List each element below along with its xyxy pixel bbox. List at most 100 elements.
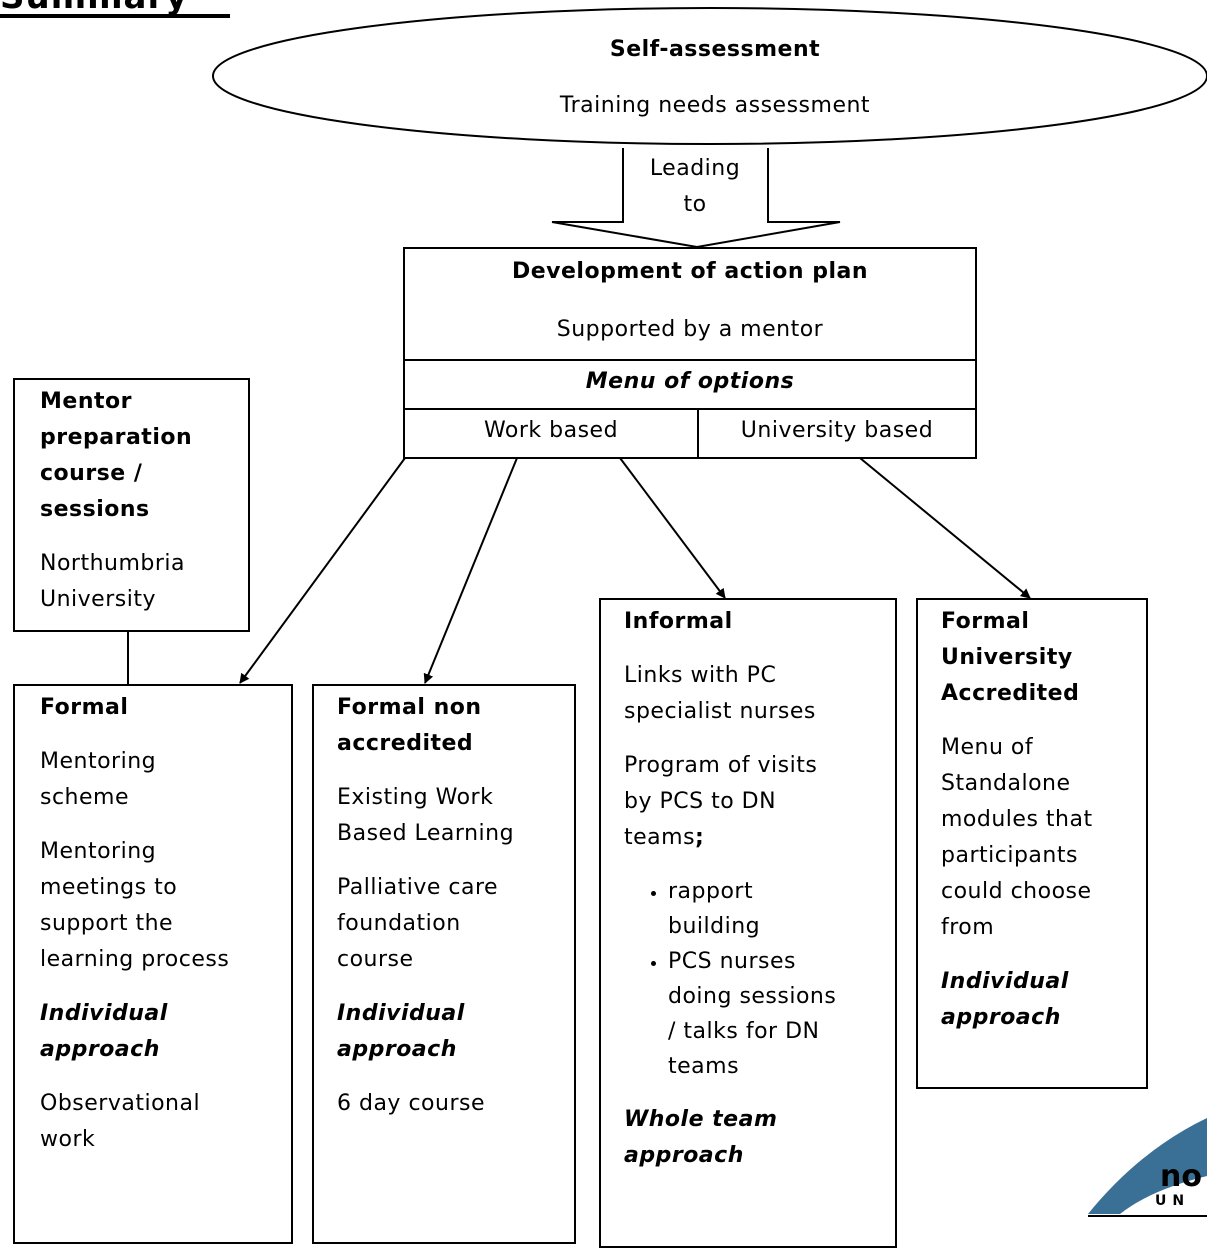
formal-mentoring-meetings: Mentoring meetings to support the learni… (40, 834, 291, 978)
informal-p2-line-1: Program of visits (624, 753, 818, 778)
formal-p3-line-1: Observational (40, 1091, 201, 1116)
bullet-2-line-4: teams (668, 1054, 740, 1079)
title-underline (0, 14, 230, 18)
formal-uni-p1-line-3: modules that (941, 807, 1093, 832)
university-logo: no UN (1150, 1160, 1207, 1220)
mentor-prep-title-3: course / (40, 461, 143, 486)
informal-bullet-rapport: rapport building (668, 874, 895, 944)
formal-non-accredited-box: Formal non accredited Existing Work Base… (312, 684, 576, 1244)
mentor-prep-title-1: Mentor (40, 389, 132, 414)
formal-non-palliative: Palliative care foundation course (337, 870, 574, 978)
arrow-to-informal (619, 457, 726, 599)
mentor-prep-body-1: Northumbria (40, 551, 186, 576)
bullet-1-line-1: rapport (668, 879, 754, 904)
arrow-label-line-1: Leading (649, 156, 741, 181)
formal-uni-emphasis-line-1: Individual (941, 969, 1069, 994)
formal-non-course-length: 6 day course (337, 1091, 485, 1116)
mentor-preparation-box: Mentor preparation course / sessions Nor… (13, 378, 250, 632)
formal-uni-p1-line-1: Menu of (941, 735, 1034, 760)
formal-non-p2-line-3: course (337, 947, 414, 972)
formal-non-p2-line-1: Palliative care (337, 875, 499, 900)
formal-p2-line-2: meetings to (40, 875, 178, 900)
informal-p2-suffix: ; (695, 825, 705, 850)
formal-non-title: Formal non accredited (337, 690, 574, 762)
bullet-2-line-2: doing sessions (668, 984, 837, 1009)
informal-emphasis-line-2: approach (624, 1143, 744, 1168)
formal-emphasis: Individual approach (40, 996, 291, 1068)
formal-uni-title: Formal University Accredited (941, 604, 1146, 712)
work-based-label: Work based (483, 418, 619, 443)
formal-uni-p1-line-6: from (941, 915, 995, 940)
bullet-2-line-3: / talks for DN (668, 1019, 820, 1044)
formal-mentoring-scheme: Mentoring scheme (40, 744, 291, 816)
self-assessment-ellipse (212, 7, 1207, 145)
formal-non-p1-line-1: Existing Work (337, 785, 494, 810)
formal-non-p2-line-2: foundation (337, 911, 461, 936)
formal-observational: Observational work (40, 1086, 291, 1158)
formal-uni-p1-line-5: could choose (941, 879, 1092, 904)
formal-non-emphasis-line-2: approach (337, 1037, 457, 1062)
menu-of-options-row: Menu of options (405, 361, 975, 410)
self-assessment-text: Self-assessment Training needs assessmen… (460, 32, 970, 124)
formal-p2-line-1: Mentoring (40, 839, 157, 864)
formal-p3-line-2: work (40, 1127, 96, 1152)
formal-non-emphasis-line-1: Individual (337, 1001, 465, 1026)
formal-emphasis-line-2: approach (40, 1037, 160, 1062)
informal-p2-line-2: by PCS to DN (624, 789, 777, 814)
informal-program: Program of visits by PCS to DN teams; (624, 748, 895, 856)
work-based-cell: Work based (405, 410, 699, 457)
informal-p1-line-1: Links with PC (624, 663, 777, 688)
arrow-to-formal-university (859, 457, 1031, 599)
self-assessment-subtitle: Training needs assessment (559, 93, 871, 118)
formal-uni-title-line-1: Formal (941, 609, 1030, 634)
action-plan-box: Development of action plan Supported by … (403, 247, 977, 459)
arrow-to-formal (239, 457, 406, 684)
bullet-2-line-1: PCS nurses (668, 949, 796, 974)
mentor-prep-body-2: University (40, 587, 156, 612)
formal-uni-p1-line-4: participants (941, 843, 1078, 868)
informal-bullet-pcs-sessions: PCS nurses doing sessions / talks for DN… (668, 944, 895, 1084)
title-fragment-text: Summary (0, 0, 230, 16)
formal-non-title-line-1: Formal non (337, 695, 482, 720)
mentor-prep-title-4: sessions (40, 497, 150, 522)
university-based-label: University based (740, 418, 934, 443)
arrow-to-formal-non-accredited (423, 457, 518, 684)
formal-title: Formal (40, 695, 129, 720)
formal-non-existing-wbl: Existing Work Based Learning (337, 780, 574, 852)
formal-uni-menu: Menu of Standalone modules that particip… (941, 730, 1146, 946)
formal-p2-line-3: support the (40, 911, 174, 936)
bullet-1-line-2: building (668, 914, 761, 939)
logo-text-bottom: UN (1155, 1193, 1191, 1209)
formal-non-p1-line-2: Based Learning (337, 821, 515, 846)
logo-arc (1088, 1118, 1207, 1214)
formal-uni-title-line-3: Accredited (941, 681, 1080, 706)
action-plan-subtitle: Supported by a mentor (556, 317, 824, 342)
formal-p1-line-1: Mentoring (40, 749, 157, 774)
formal-p1-line-2: scheme (40, 785, 130, 810)
arrow-label-line-2: to (683, 192, 707, 217)
mentor-prep-title-2: preparation (40, 425, 193, 450)
informal-p2-teams: teams (624, 825, 696, 850)
informal-emphasis: Whole team approach (624, 1102, 895, 1174)
formal-uni-emphasis-line-2: approach (941, 1005, 1061, 1030)
formal-emphasis-line-1: Individual (40, 1001, 168, 1026)
formal-non-title-line-2: accredited (337, 731, 474, 756)
informal-title: Informal (624, 609, 733, 634)
formal-uni-p1-line-2: Standalone (941, 771, 1071, 796)
formal-non-emphasis: Individual approach (337, 996, 574, 1068)
action-plan-header: Development of action plan Supported by … (405, 249, 975, 361)
informal-box: Informal Links with PC specialist nurses… (599, 598, 897, 1248)
informal-links: Links with PC specialist nurses (624, 658, 895, 730)
action-plan-title: Development of action plan (511, 259, 869, 284)
formal-box: Formal Mentoring scheme Mentoring meetin… (13, 684, 293, 1244)
menu-of-options-label: Menu of options (585, 369, 795, 394)
informal-p2-line-3: teams; (624, 820, 895, 856)
self-assessment-title: Self-assessment (609, 37, 821, 62)
formal-uni-emphasis: Individual approach (941, 964, 1146, 1036)
formal-uni-title-line-2: University (941, 645, 1073, 670)
informal-p1-line-2: specialist nurses (624, 699, 816, 724)
formal-university-box: Formal University Accredited Menu of Sta… (916, 598, 1148, 1089)
logo-text-top: no (1160, 1160, 1202, 1194)
informal-emphasis-line-1: Whole team (624, 1107, 778, 1132)
